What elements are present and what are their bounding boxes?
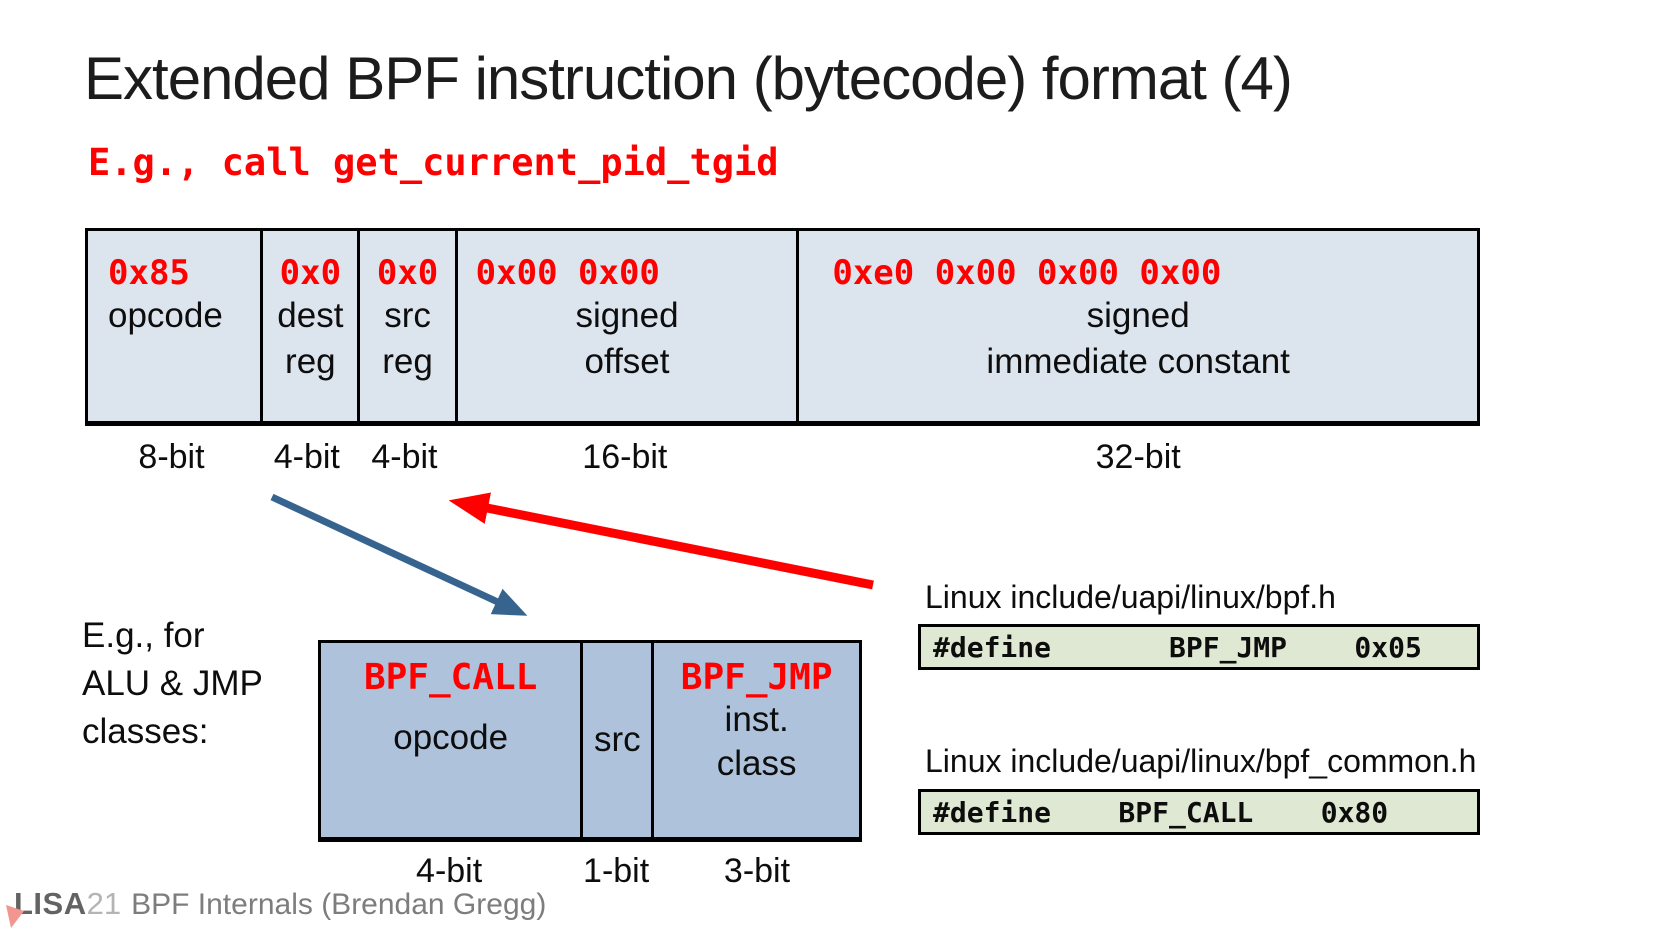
field-src-reg: 0x0 src reg <box>357 231 454 421</box>
opcode-cell-value: BPF_CALL <box>363 657 538 698</box>
bit-width-opcode-part: 4-bit <box>416 852 483 890</box>
code-box-bpf-call: #define BPF_CALL 0x80 <box>918 789 1480 835</box>
reference-heading-bpf-common-h: Linux include/uapi/linux/bpf_common.h <box>925 743 1477 779</box>
slide-footer: LISA21 BPF Internals (Brendan Gregg) <box>14 886 546 922</box>
opcode-cell: BPF_CALL opcode <box>321 643 580 837</box>
field-dest-reg-label: dest reg <box>277 296 344 381</box>
field-immediate-constant-hex: 0xe0 0x00 0x00 0x00 <box>832 253 1222 293</box>
inst-class-cell-label: inst. class <box>716 700 797 783</box>
field-signed-offset-hex: 0x00 0x00 <box>475 253 660 293</box>
bit-width-opcode: 8-bit <box>138 438 205 476</box>
opcode-cell-label: opcode <box>393 718 509 757</box>
field-src-reg-hex: 0x0 <box>376 253 439 293</box>
inst-class-cell-value: BPF_JMP <box>680 657 833 698</box>
footer-conference-logo: LISA <box>14 886 87 921</box>
field-signed-offset: 0x00 0x00 signed offset <box>454 231 797 421</box>
opcode-breakdown-table: BPF_CALL opcode src BPF_JMP inst. class <box>318 640 862 842</box>
red-arrow <box>448 492 874 590</box>
code-box-bpf-jmp: #define BPF_JMP 0x05 <box>918 624 1480 670</box>
footer-talk-title: BPF Internals (Brendan Gregg) <box>131 888 547 921</box>
bit-width-signed-offset: 16-bit <box>582 438 668 476</box>
instruction-format-table: 0x85 opcode 0x0 dest reg 0x0 src reg 0x0… <box>85 228 1480 426</box>
field-immediate-constant-label: signed immediate constant <box>986 296 1290 381</box>
code-define-bpf-call: #define BPF_CALL 0x80 <box>933 795 1389 829</box>
instruction-bit-widths: 8-bit 4-bit 4-bit 16-bit 32-bit <box>85 438 1480 477</box>
field-src-reg-label: src reg <box>382 296 433 381</box>
slide-title: Extended BPF instruction (bytecode) form… <box>84 45 1293 112</box>
field-immediate-constant: 0xe0 0x00 0x00 0x00 signed immediate con… <box>796 231 1477 421</box>
src-bit-cell-label: src <box>593 720 641 760</box>
code-define-bpf-jmp: #define BPF_JMP 0x05 <box>933 630 1422 664</box>
field-dest-reg: 0x0 dest reg <box>260 231 357 421</box>
src-bit-cell: src <box>580 643 651 837</box>
bit-width-src-reg: 4-bit <box>371 438 438 476</box>
field-opcode-label: opcode <box>108 296 223 335</box>
footer-conference-year: 21 <box>86 886 122 921</box>
alu-jmp-intro: E.g., for ALU & JMP classes: <box>82 616 263 751</box>
bit-width-src-part: 1-bit <box>583 852 650 890</box>
field-opcode-hex: 0x85 <box>108 253 190 293</box>
example-call-line: E.g., call get_current_pid_tgid <box>88 141 779 184</box>
field-dest-reg-hex: 0x0 <box>279 253 342 293</box>
bit-width-dest-reg: 4-bit <box>273 438 340 476</box>
opcode-bit-widths: 4-bit 1-bit 3-bit <box>318 852 862 891</box>
bit-width-immediate: 32-bit <box>1095 438 1181 476</box>
field-opcode: 0x85 opcode <box>88 231 260 421</box>
reference-heading-bpf-h: Linux include/uapi/linux/bpf.h <box>925 579 1336 615</box>
blue-arrow <box>270 493 528 616</box>
bit-width-class-part: 3-bit <box>723 852 791 890</box>
field-signed-offset-label: signed offset <box>575 296 679 381</box>
inst-class-cell: BPF_JMP inst. class <box>651 643 859 837</box>
